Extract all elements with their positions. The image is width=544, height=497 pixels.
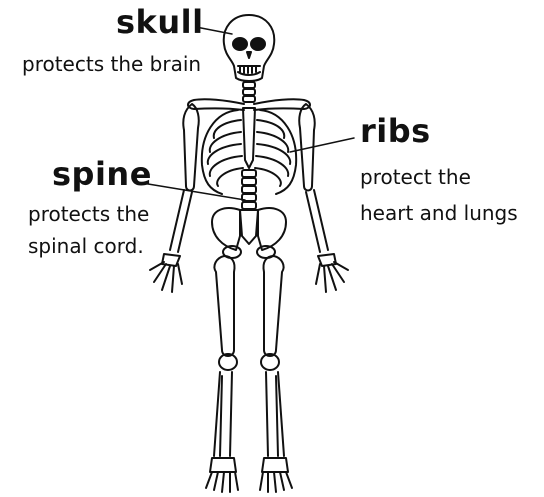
right-hand-bones: [316, 254, 348, 292]
left-arm-bones: [170, 104, 199, 252]
pelvis-bone: [212, 208, 286, 258]
left-foot-bones: [206, 458, 238, 492]
left-hand-bones: [150, 254, 182, 292]
ribs-description-line2: heart and lungs: [360, 203, 518, 223]
skull-description: protects the brain: [22, 54, 201, 74]
spine-description-line1: protects the: [28, 204, 149, 224]
spine-label: spine: [52, 158, 152, 190]
right-foot-bones: [260, 458, 292, 492]
right-arm-bones: [299, 104, 328, 252]
ribs-leader-line: [290, 138, 354, 152]
left-leg-bones: [214, 256, 237, 456]
rib-cage: [202, 108, 296, 194]
skull-bone: [224, 15, 275, 81]
ribs-description-line1: protect the: [360, 167, 471, 187]
neck-vertebrae: [243, 82, 255, 102]
skull-label: skull: [116, 6, 204, 38]
ribs-label: ribs: [360, 115, 431, 147]
right-leg-bones: [261, 256, 284, 456]
spine-description-line2: spinal cord.: [28, 236, 144, 256]
spine-bone: [242, 170, 256, 209]
